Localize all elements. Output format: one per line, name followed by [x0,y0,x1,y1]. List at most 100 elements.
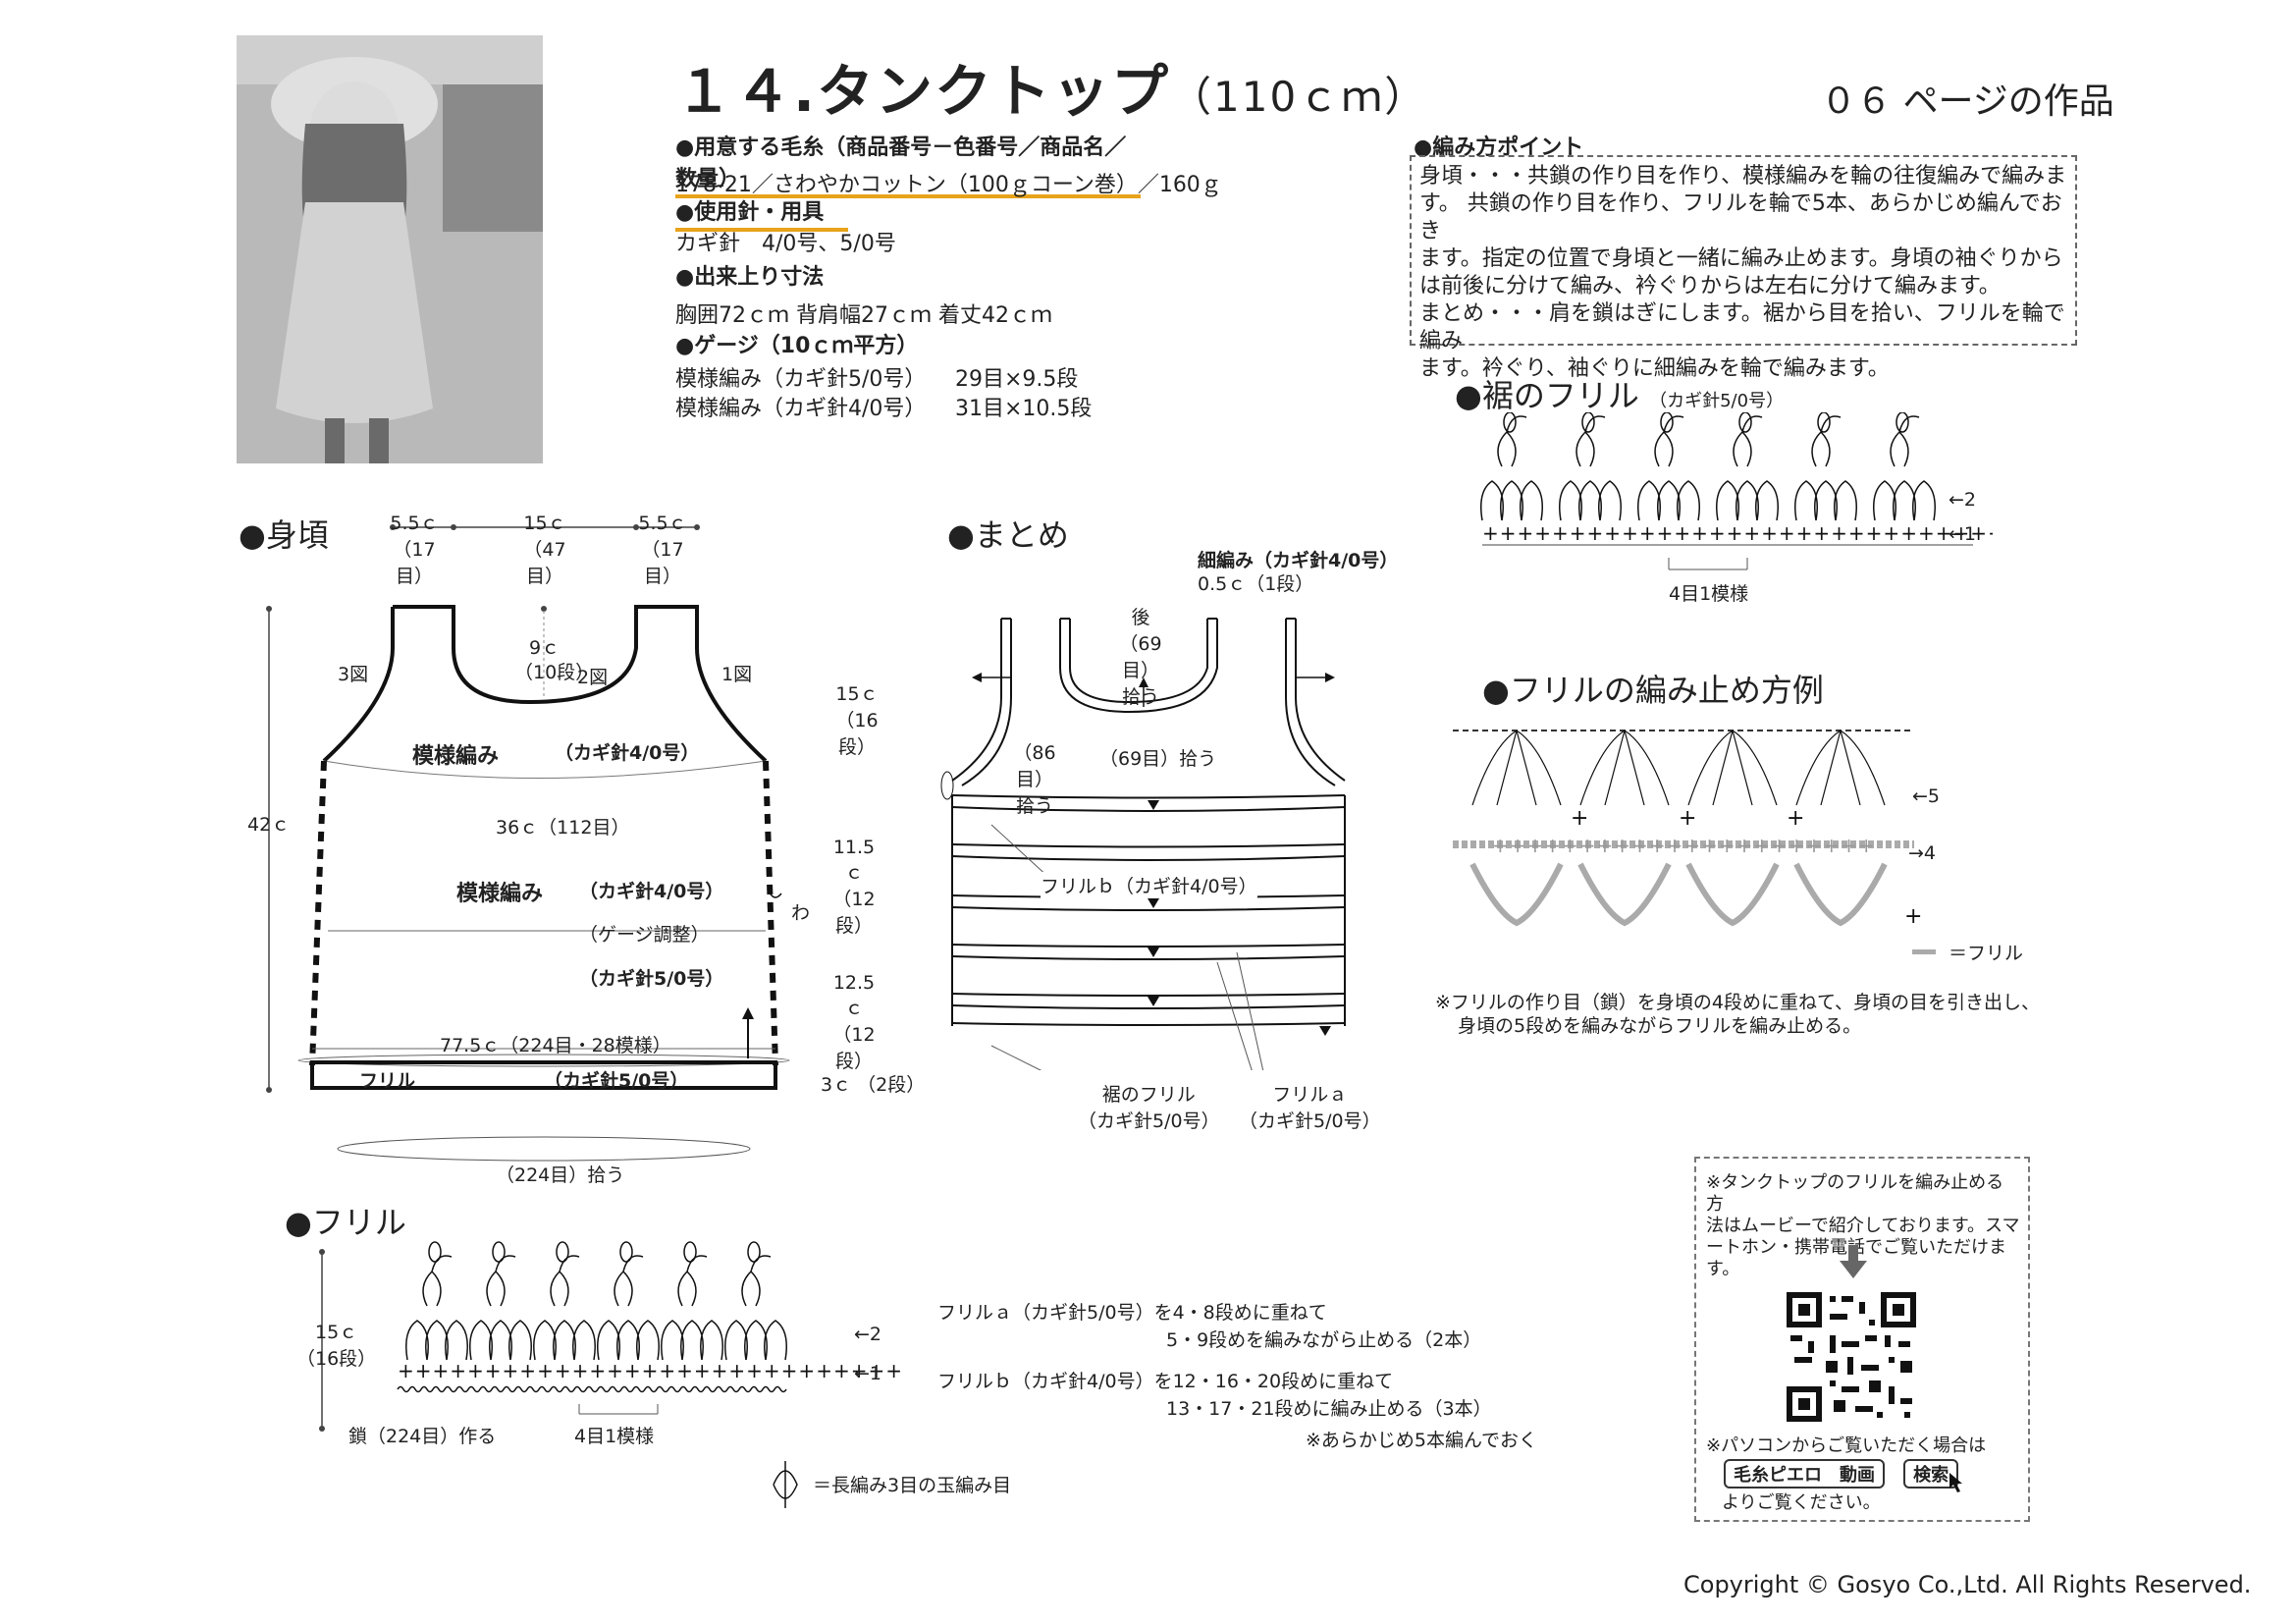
pick-up-label: （224目）拾う [496,1164,625,1186]
svg-text:++++++++++++++++++++++++++++++: +++++++++++++++++++++++++++++++++ [398,1359,903,1382]
frill-chain: 鎖（224目）作る [348,1426,497,1447]
hook40-label: （カギ針4/0号） [555,742,700,764]
width36-label: 36ｃ（112目） [496,817,630,839]
frill-legend-swatch [1912,949,1936,954]
gauge-value: 29目×9.5段 [955,367,1079,392]
frill-note-a2: 5・9段めを編みながら止める（2本） [1166,1329,1482,1351]
finish-heading: ●まとめ [947,516,1069,554]
down-arrow-icon [1840,1245,1867,1278]
frill-a-label: フリルａ （カギ針5/0号） [1239,1080,1381,1133]
hem-frill-label: 裾のフリル （カギ針5/0号） [1078,1080,1220,1133]
puff-stitch-icon [773,1461,798,1508]
page-title: １４.タンクトップ（110ｃｍ） [675,45,1427,128]
dim-cm: 5.5ｃ [638,513,687,534]
svg-text:+: + [1787,806,1804,831]
svg-text:+: + [1904,904,1922,929]
yarn-heading: ●用意する毛糸（商品番号－色番号／商品名／数量） [675,130,1141,198]
hem-row2: ←2 [1949,489,1977,511]
right-dim-3: 12.5ｃ （12段） [825,972,883,1073]
frill-stop-chart: ++++++++++++++++++++++ + + + + [1453,730,1922,929]
dim-top-3: 5.5ｃ （17目） [633,509,692,588]
qr-pc-note: ※パソコンからご覧いただく場合は [1706,1435,1987,1456]
back-text: 後 [1131,607,1150,628]
search-term-box: 毛糸ピエロ 動画 [1724,1459,1885,1489]
frill-note-pre: ※あらかじめ5本編んでおく [1306,1430,1538,1451]
dim-cm: 15ｃ [835,683,879,705]
body-diagram [266,524,790,1162]
gauge-row: 模様編み（カギ針4/0号） 31目×10.5段 [675,391,1092,422]
stop-row5: ←5 [1912,785,1941,807]
right-dim-2: 11.5ｃ （12段） [825,837,883,938]
hem-repeat: 4目1模様 [1669,583,1749,605]
search-row: 毛糸ピエロ 動画 検索 [1724,1459,1959,1489]
dim-rows: （2段） [857,1074,926,1096]
cursor-icon [1949,1473,1962,1492]
hem-frill-chart: +++++++++++++++++++++++++++++++++++ [1480,412,1993,570]
size-value: 胸囲72ｃｍ 背肩幅27ｃｍ 着丈42ｃｍ [675,303,1052,328]
frill-a-hook-text: （カギ針5/0号） [1239,1110,1381,1132]
back-st: （69目） [1119,633,1162,681]
gauge-label: 模様編み（カギ針4/0号） [675,397,927,421]
svg-text:+: + [1571,806,1588,831]
arm-pick: 拾う [1015,795,1053,817]
qr-code[interactable] [1787,1292,1916,1422]
frill-stop-heading: ●フリルの編み止め方例 [1482,672,1824,709]
hem-frill-hook: （カギ針5/0号） [1649,391,1785,411]
search-button[interactable]: 検索 [1903,1459,1959,1489]
frill-row1: ←1 [854,1363,882,1384]
svg-text:++++++++++++++++++++++++++++++: +++++++++++++++++++++++++++++++++++ [1482,521,1993,545]
frill-heading: ●フリル [285,1204,406,1241]
points-line: ます。指定の位置で身頃と一緒に編み止めます。身頃の袖ぐりから [1419,246,2063,271]
gauge-adjust: （ゲージ調整） [579,924,710,946]
puff-legend: ＝長編み3目の玉編み目 [813,1475,1012,1496]
title-text: １４.タンクトップ [675,58,1171,125]
dim-cm: 5.5ｃ [390,513,439,534]
frill-label: フリル [359,1070,416,1092]
stop-row4: →4 [1908,842,1937,864]
size-heading: ●出来上り寸法 [675,265,825,290]
points-box: 身頃・・・共鎖の作り目を作り、模様編みを輪の往復編みで編みま す。 共鎖の作り目… [1410,155,2077,381]
qr-line: ※タンクトップのフリルを編み止める方 [1706,1172,2004,1215]
model-photo [237,35,543,463]
frill-note-b1: フリルｂ（カギ針4/0号）を12・16・20段めに重ねて [937,1371,1394,1392]
fig3-label: 3図 [338,664,369,685]
tools-heading: ●使用針・用具 [675,194,848,232]
frill-row2: ←2 [854,1324,882,1345]
page-reference: ０６ ページの作品 [1821,81,2114,122]
dim-cm: 15ｃ [523,513,566,534]
dim-st: （17目） [641,539,684,587]
hook40-label-2: （カギ針4/0号） [579,881,724,902]
dim-cm: 3ｃ [821,1074,852,1096]
dim-rows: （12段） [832,1024,876,1072]
neck-depth: 9ｃ [529,637,561,659]
gauge-value: 31目×10.5段 [955,397,1093,421]
qr-see: よりご覧ください。 [1722,1492,1881,1513]
frill-height-rows: （16段） [296,1348,377,1370]
gauge-row: 模様編み（カギ針5/0号）29目×9.5段 [675,361,1078,393]
points-line: は前後に分けて編み、衿ぐりからは左右に分けて編みます。 [1419,274,2001,298]
dim-rows: （12段） [832,889,876,937]
dim-cm: 12.5ｃ [832,972,876,1019]
frill-a-text: フリルａ [1272,1084,1348,1106]
frill-hook: （カギ針5/0号） [544,1070,689,1092]
dim-cm: 11.5ｃ [832,837,876,884]
stop-legend: ＝フリル [1949,943,2024,964]
wa-label: わ [791,902,811,924]
hem-frill-text: 裾のフリル [1101,1084,1196,1106]
frill-height-cm: 15ｃ [315,1322,358,1343]
dim-rows: （16段） [835,710,879,758]
frill-b-label: フリルｂ（カギ針4/0号） [1041,872,1257,898]
points-line: 身頃・・・共鎖の作り目を作り、模様編みを輪の往復編みで編みま [1419,164,2067,189]
dim-top-2: 15ｃ （47目） [510,509,579,588]
dim-top-1: 5.5ｃ（17目） [385,509,444,588]
frill-chart: +++++++++++++++++++++++++++++++++ [319,1241,903,1432]
stop-note2: 身頃の5段めを編みながらフリルを編み止める。 [1458,1015,1862,1037]
neck-rows: （10段） [514,662,595,683]
gauge-heading: ●ゲージ（10ｃｍ平方） [675,334,919,358]
fig2-label: 2図 [577,667,609,688]
model-photo-illustration [237,35,543,463]
dim-st: （47目） [523,539,566,587]
arm-label: （86目） 拾う [1005,738,1064,818]
neck-pick: （69目）拾う [1099,748,1217,770]
hem-frill-hook-text: （カギ針5/0号） [1078,1110,1220,1132]
